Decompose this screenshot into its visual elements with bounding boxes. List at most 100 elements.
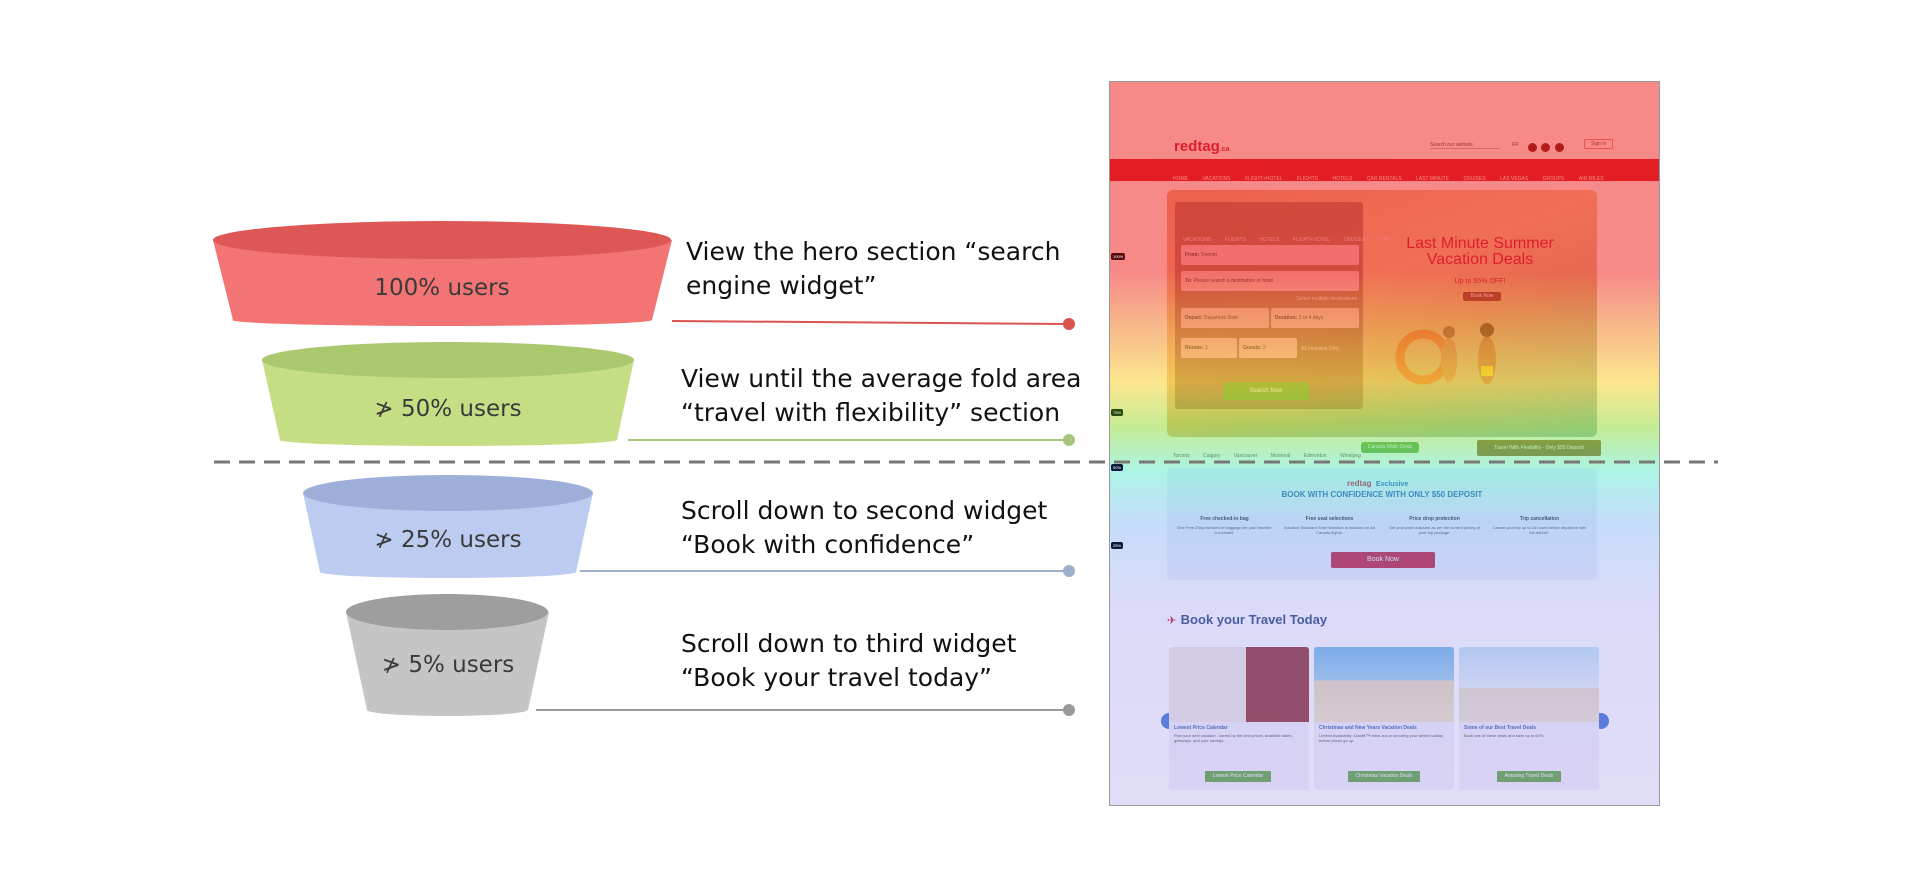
city-link[interactable]: Montreal — [1270, 453, 1291, 459]
deal-card[interactable]: Lowest Price Calendar Plan your next vac… — [1169, 647, 1309, 790]
nav-item[interactable]: FLIGHT+HOTEL — [1245, 176, 1283, 182]
deal-card[interactable]: Some of our Best Travel Deals Book one o… — [1459, 647, 1599, 790]
funnel-stage-3-top — [303, 475, 593, 511]
city-link[interactable]: Edmonton — [1303, 453, 1327, 459]
lowest-price-calendar-button[interactable]: Lowest Price Calendar — [1205, 771, 1271, 782]
city-link[interactable]: Vancouver — [1233, 453, 1258, 459]
hero-title: Last Minute Summer Vacation Deals — [1406, 235, 1554, 268]
feature-item: Trip cancellation Cancel your trip up to… — [1492, 516, 1587, 535]
scroll-percent-marker: 75% — [1111, 409, 1124, 416]
funnel-stage-2-top — [262, 342, 634, 378]
funnel-stage-1-top — [213, 221, 671, 259]
widget-tab[interactable]: VACATIONS — [1183, 237, 1212, 243]
funnel-stage-1-bottom — [232, 314, 652, 326]
feature-item: Price drop protection Get your price adj… — [1388, 516, 1481, 535]
city-links: Toronto Calgary Vancouver Montreal Edmon… — [1173, 444, 1370, 462]
funnel-stage-2-body — [262, 360, 634, 440]
social-icon[interactable] — [1554, 143, 1564, 152]
main-nav: HOME VACATIONS FLIGHT+HOTEL FLIGHTS HOTE… — [1110, 159, 1659, 182]
canada-deals-button[interactable]: Canada Wide Deals — [1361, 442, 1419, 453]
travel-flexibility-button[interactable]: Travel With Flexibility - Only $50 Depos… — [1477, 440, 1601, 456]
funnel-stage-2-bottom — [280, 434, 616, 446]
social-icon[interactable] — [1541, 143, 1551, 152]
connector-dot-2 — [1063, 434, 1075, 446]
hero-subtitle: Up to 55% OFF! — [1454, 278, 1506, 285]
redtag-logo: redtag.ca — [1174, 138, 1230, 155]
nav-item[interactable]: CAR RENTALS — [1366, 176, 1402, 182]
stage-4-description-line-1: Scroll down to third widget — [681, 629, 1017, 658]
widget-tab[interactable]: CRUISES — [1343, 237, 1366, 243]
nav-item[interactable]: LAST MINUTE — [1416, 176, 1449, 182]
stage-2-description-line-1: View until the average fold area — [681, 364, 1082, 393]
widget-tab[interactable]: HOTELS — [1259, 237, 1280, 243]
social-icons — [1528, 139, 1564, 157]
stage-4-description-line-2: “Book your travel today” — [681, 663, 993, 692]
nav-item[interactable]: HOME — [1173, 176, 1188, 182]
confidence-exclusive: Exclusive — [1375, 481, 1409, 488]
plane-icon: ✈ — [1167, 615, 1177, 627]
depart-field[interactable]: Depart: Departure Date — [1181, 308, 1269, 328]
nav-item[interactable]: AIR MILES — [1578, 176, 1604, 182]
travel-title: ✈ Book your Travel Today — [1167, 612, 1328, 627]
nav-item[interactable]: FLIGHTS — [1296, 176, 1319, 182]
funnel-stage-4-body — [346, 612, 549, 710]
multi-destination-link[interactable]: Select multiple destinations — [1296, 296, 1357, 302]
duration-field[interactable]: Duration: 3 or 4 days — [1271, 308, 1359, 328]
connector-dot-1 — [1063, 318, 1075, 330]
funnel-stage-3-body — [303, 493, 593, 572]
from-field[interactable]: From: Toronto — [1181, 245, 1359, 265]
nav-item[interactable]: CRUISES — [1463, 176, 1486, 182]
city-link[interactable]: Toronto — [1173, 453, 1190, 459]
deal-card[interactable]: Christmas and New Years Vacation Deals L… — [1314, 647, 1454, 790]
language-toggle[interactable]: FR — [1512, 142, 1519, 148]
confidence-logo: redtag — [1347, 479, 1372, 488]
connector-dot-4 — [1063, 704, 1075, 716]
funnel-stage-3-bottom — [320, 566, 576, 578]
family-beach-image — [1459, 647, 1599, 722]
heatmap-screenshot: redtag.ca Search our website FR Sign in … — [1109, 81, 1660, 806]
city-link[interactable]: Calgary — [1203, 453, 1221, 459]
widget-tab[interactable]: FLIGHT+HOTEL — [1292, 237, 1331, 243]
stage-3-description: Scroll down to second widget “Book with … — [681, 494, 1047, 562]
rooms-field[interactable]: Rooms: 1 — [1181, 338, 1237, 358]
all-inclusive-checkbox[interactable]: All Inclusive Only — [1301, 346, 1340, 352]
signin-button[interactable]: Sign in — [1584, 139, 1614, 149]
stage-1-description-line-1: View the hero section “search — [686, 237, 1061, 266]
stage-4-description: Scroll down to third widget “Book your t… — [681, 627, 1017, 695]
nav-item[interactable]: HOTELS — [1332, 176, 1353, 182]
search-now-button[interactable]: Search Now — [1223, 382, 1309, 400]
feature-item: Free checked-in bag One Free 23kg checke… — [1177, 516, 1272, 535]
scroll-percent-marker: 25% — [1111, 542, 1124, 549]
nav-item[interactable]: VACATIONS — [1202, 176, 1231, 182]
social-icon[interactable] — [1528, 143, 1537, 152]
calendar-image — [1169, 647, 1309, 722]
connector-line-1 — [671, 320, 1069, 325]
hero-book-button[interactable]: Book Now — [1463, 292, 1501, 301]
amazing-deals-button[interactable]: Amazing Travel Deals — [1497, 771, 1561, 782]
to-field[interactable]: To: Please search a destination or hotel — [1181, 271, 1359, 291]
city-link[interactable]: Winnipeg — [1339, 453, 1361, 459]
funnel-stage-4-bottom — [367, 704, 527, 716]
site-search-input[interactable]: Search our website — [1430, 142, 1500, 149]
stage-1-description: View the hero section “search engine wid… — [686, 235, 1060, 303]
confidence-title: BOOK WITH CONFIDENCE WITH ONLY $50 DEPOS… — [1281, 490, 1483, 499]
stage-3-description-line-2: “Book with confidence” — [681, 530, 975, 559]
funnel-stage-3-label: ≯ 25% users — [374, 527, 522, 553]
funnel-stage-2-label: ≯ 50% users — [374, 396, 522, 422]
funnel-stage-4-top — [346, 594, 548, 630]
nav-item[interactable]: GROUPS — [1542, 176, 1565, 182]
funnel-stage-1-label: 100% users — [374, 275, 510, 301]
guests-field[interactable]: Guests: 2 — [1239, 338, 1297, 358]
stage-2-description-line-2: “travel with flexibility” section — [681, 398, 1061, 427]
beach-kids-image — [1314, 647, 1454, 722]
connector-dot-3 — [1063, 565, 1075, 577]
widget-tab[interactable]: FLIGHTS — [1224, 237, 1246, 243]
scroll-percent-marker: 50% — [1111, 464, 1124, 471]
christmas-deals-button[interactable]: Christmas Vacation Deals — [1348, 771, 1420, 782]
confidence-book-button[interactable]: Book Now — [1331, 552, 1435, 568]
nav-item[interactable]: LAS VEGAS — [1500, 176, 1529, 182]
funnel-stage-4-label: ≯ 5% users — [381, 652, 515, 678]
search-widget: VACATIONS FLIGHTS HOTELS FLIGHT+HOTEL CR… — [1175, 202, 1390, 409]
funnel-stage-1-body — [213, 240, 672, 320]
